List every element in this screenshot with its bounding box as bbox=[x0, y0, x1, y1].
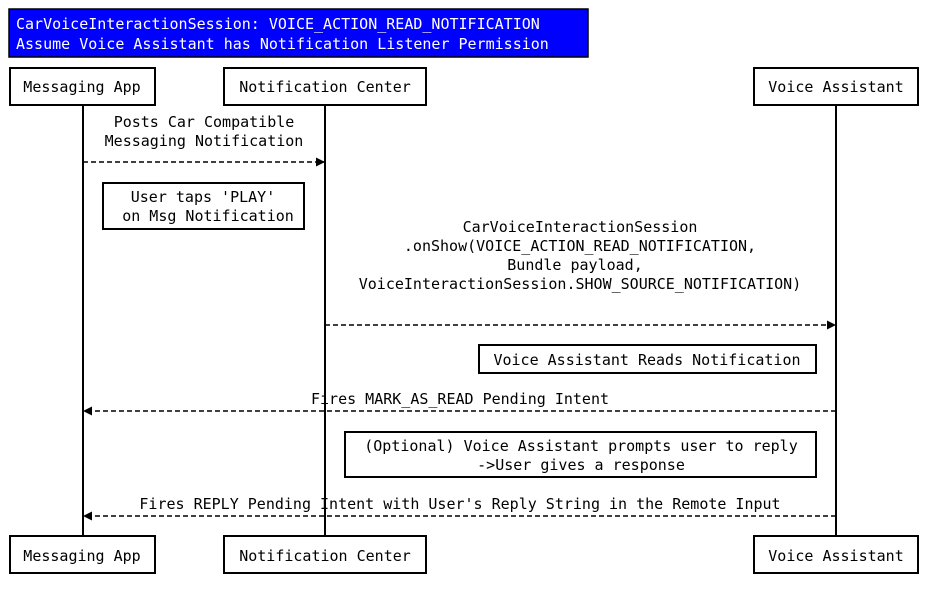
note-optional-reply: (Optional) Voice Assistant prompts user … bbox=[344, 431, 817, 478]
message-reply-intent: Fires REPLY Pending Intent with User's R… bbox=[83, 495, 836, 521]
participant-label: Notification Center bbox=[239, 547, 411, 565]
title-line-2: Assume Voice Assistant has Notification … bbox=[16, 35, 549, 53]
participant-voice-assistant-bottom: Voice Assistant bbox=[753, 535, 919, 574]
title-box: CarVoiceInteractionSession: VOICE_ACTION… bbox=[8, 8, 589, 58]
participant-label: Messaging App bbox=[23, 78, 140, 96]
participant-notification-center-bottom: Notification Center bbox=[223, 535, 427, 574]
message-label-line-1: CarVoiceInteractionSession bbox=[463, 218, 698, 236]
message-label-line-4: VoiceInteractionSession.SHOW_SOURCE_NOTI… bbox=[359, 275, 802, 293]
note-assistant-reads: Voice Assistant Reads Notification bbox=[478, 344, 817, 374]
note-line-1: (Optional) Voice Assistant prompts user … bbox=[364, 437, 797, 455]
note-line-1: User taps 'PLAY' bbox=[131, 188, 276, 206]
participant-label: Messaging App bbox=[23, 547, 140, 565]
note-line-2: on Msg Notification bbox=[122, 207, 294, 225]
message-posts-notification: Posts Car Compatible Messaging Notificat… bbox=[83, 113, 325, 167]
participant-label: Voice Assistant bbox=[768, 78, 903, 96]
participant-voice-assistant-top: Voice Assistant bbox=[753, 67, 919, 106]
participant-label: Voice Assistant bbox=[768, 547, 903, 565]
title-line-1: CarVoiceInteractionSession: VOICE_ACTION… bbox=[16, 15, 540, 33]
note-user-taps-play: User taps 'PLAY' on Msg Notification bbox=[102, 182, 305, 230]
participant-messaging-app-bottom: Messaging App bbox=[9, 535, 156, 574]
message-mark-as-read: Fires MARK_AS_READ Pending Intent bbox=[83, 390, 836, 416]
lifelines bbox=[82, 105, 837, 536]
message-on-show: CarVoiceInteractionSession .onShow(VOICE… bbox=[325, 218, 836, 330]
message-label-line-1: Fires REPLY Pending Intent with User's R… bbox=[139, 495, 780, 513]
participant-messaging-app-top: Messaging App bbox=[9, 67, 156, 106]
message-label-line-3: Bundle payload, bbox=[507, 256, 642, 274]
message-label-line-1: Posts Car Compatible bbox=[114, 113, 295, 131]
message-label-line-1: Fires MARK_AS_READ Pending Intent bbox=[311, 390, 609, 408]
note-line-2: ->User gives a response bbox=[477, 456, 685, 474]
participant-notification-center-top: Notification Center bbox=[223, 67, 427, 106]
message-label-line-2: .onShow(VOICE_ACTION_READ_NOTIFICATION, bbox=[404, 237, 756, 255]
participant-label: Notification Center bbox=[239, 78, 411, 96]
note-line-1: Voice Assistant Reads Notification bbox=[493, 351, 800, 369]
message-label-line-2: Messaging Notification bbox=[105, 132, 304, 150]
